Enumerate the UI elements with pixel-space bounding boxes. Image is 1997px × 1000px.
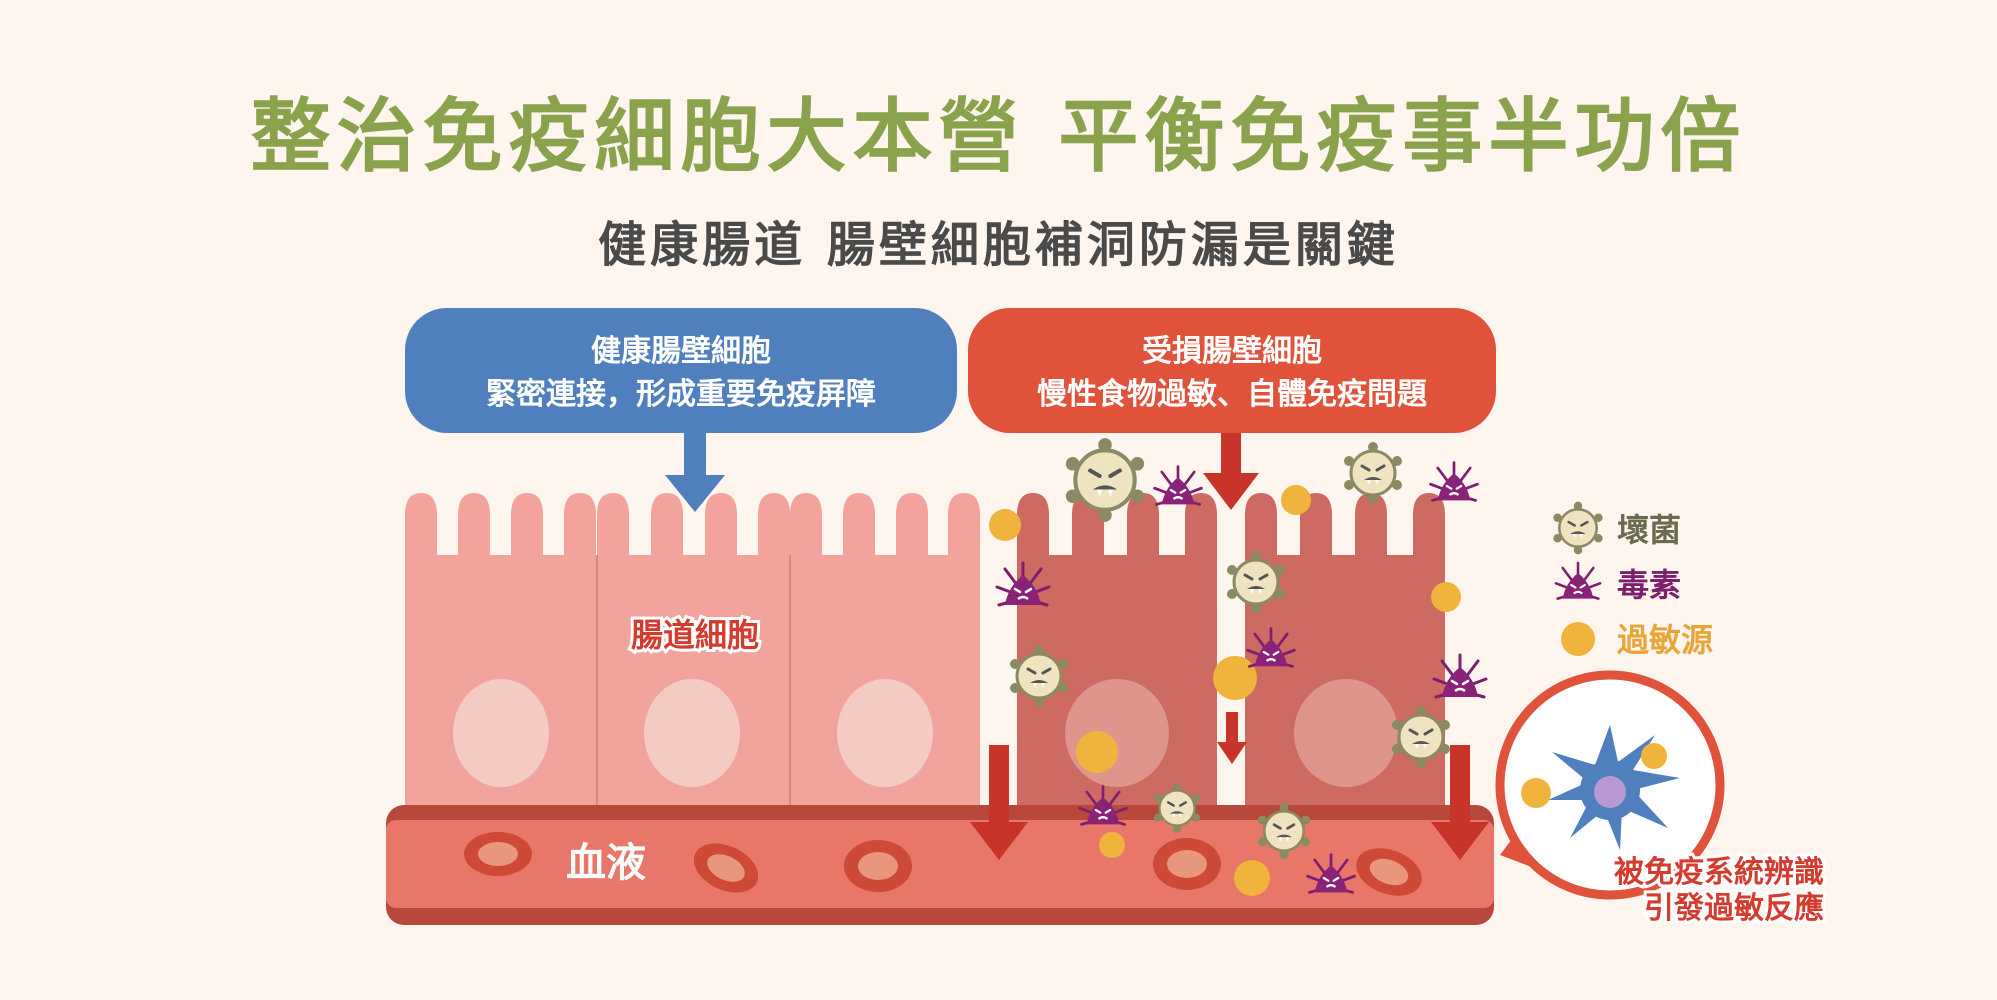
legend-toxin-label: 毒素 bbox=[1617, 566, 1681, 604]
damaged-cells bbox=[1017, 493, 1445, 815]
immune-label-line2: 引發過敏反應 bbox=[1644, 891, 1824, 926]
blood-vessel: 血液 bbox=[386, 805, 1494, 925]
allergen-icon bbox=[1561, 622, 1595, 656]
bad-bacteria-icon bbox=[1553, 502, 1602, 555]
damaged-cell-callout: 受損腸壁細胞 慢性食物過敏、自體免疫問題 bbox=[968, 308, 1496, 433]
healthy-callout-desc: 緊密連接，形成重要免疫屏障 bbox=[486, 377, 876, 412]
immune-label-line1: 被免疫系統辨識 bbox=[1614, 855, 1824, 890]
blood-label: 血液 bbox=[566, 840, 646, 886]
damaged-callout-desc: 慢性食物過敏、自體免疫問題 bbox=[1037, 377, 1427, 412]
healthy-cells bbox=[405, 493, 980, 815]
immune-response: 被免疫系統辨識 引發過敏反應 bbox=[1500, 675, 1824, 926]
healthy-cell-callout: 健康腸壁細胞 緊密連接，形成重要免疫屏障 bbox=[405, 308, 957, 512]
healthy-callout-title: 健康腸壁細胞 bbox=[591, 334, 771, 369]
healthy-arrow-shaft bbox=[684, 433, 706, 475]
intestinal-cell-label: 腸道細胞 bbox=[631, 616, 759, 654]
legend-allergen-label: 過敏源 bbox=[1617, 621, 1713, 659]
toxin-icon bbox=[1556, 563, 1600, 599]
legend: 壞菌 毒素 過敏源 bbox=[1553, 502, 1713, 659]
legend-bacteria-label: 壞菌 bbox=[1617, 511, 1681, 549]
damaged-callout-title: 受損腸壁細胞 bbox=[1142, 334, 1322, 369]
